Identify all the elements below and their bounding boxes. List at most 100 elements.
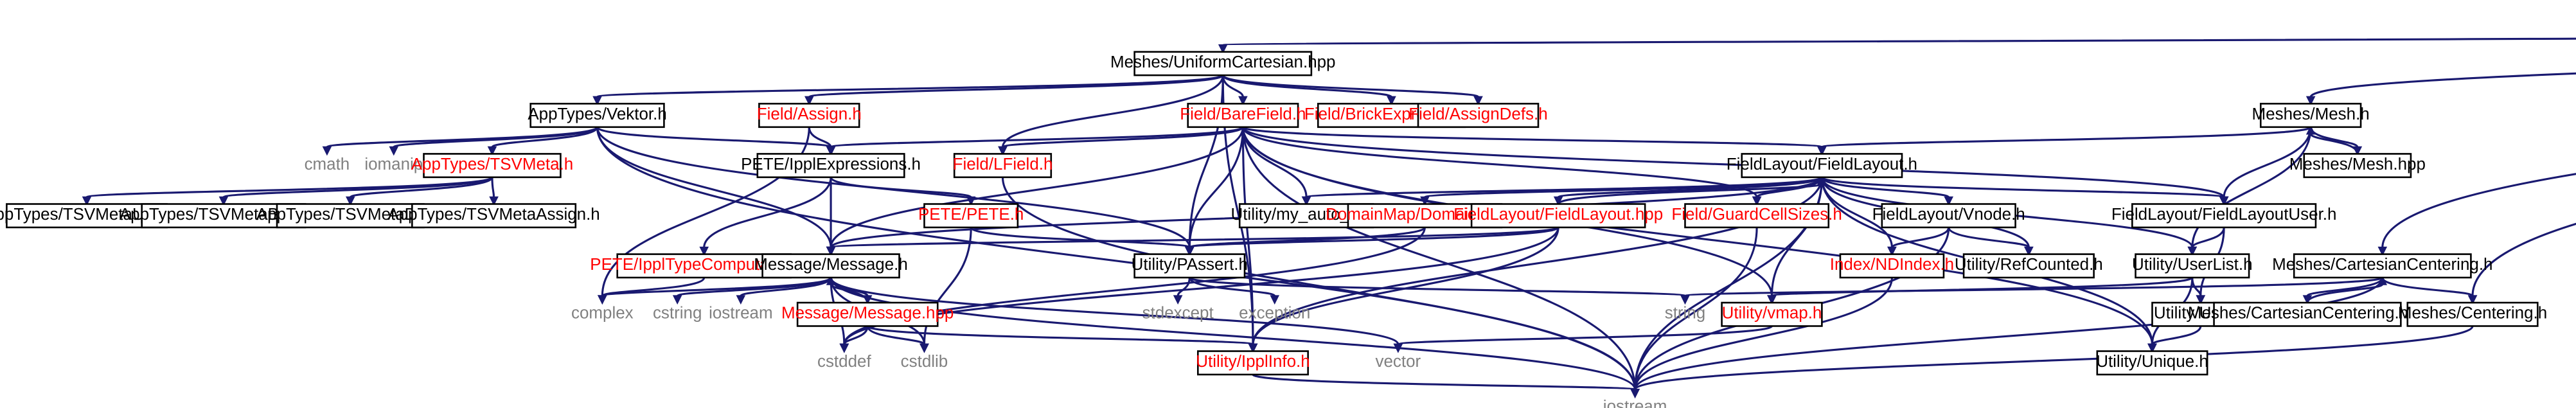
node-label: vector: [1376, 351, 1421, 371]
node-label: Meshes/CartesianCentering.hpp: [2188, 303, 2427, 322]
node-meshes-centering-h[interactable]: Meshes/Centering.h: [2398, 301, 2547, 327]
node-complex: complex: [571, 303, 634, 322]
node-label: FieldLayout/Vnode.h: [1872, 204, 2025, 224]
node-utility-passert-h[interactable]: Utility/PAssert.h: [1132, 253, 1248, 279]
edge-passert-to-exception: [1188, 277, 1280, 305]
edge-msghpp-to-message: [826, 276, 869, 303]
node-label: cstring: [653, 303, 702, 322]
edge-root-to-mesh: [2305, 72, 2576, 106]
edge-cartcenthpp-to-cartcent: [2306, 276, 2388, 303]
edge-peteexpr-to-message: [826, 177, 836, 256]
edge-fluser-to-userlist: [2187, 227, 2225, 256]
node-label: PETE/IpplExpressions.h: [741, 154, 921, 173]
node-label: string: [1665, 303, 1705, 322]
node-label: exception: [1239, 303, 1310, 322]
node-meshes-cartesiancentering-h[interactable]: Meshes/CartesianCentering.h: [2272, 253, 2492, 279]
node-label: Meshes/Mesh.hpp: [2289, 154, 2426, 173]
edge-msghpp-to-cstddef: [839, 326, 869, 353]
node-label: FieldLayout/FieldLayout.h: [1727, 154, 1917, 173]
node-index-ndindex-h[interactable]: Index/NDIndex.h: [1830, 253, 1954, 279]
node-utility-refcounted-h[interactable]: Utility/RefCounted.h: [1955, 253, 2103, 279]
edge-peteexpr-to-pete: [830, 177, 976, 206]
edge-message-to-msghpp: [830, 277, 873, 305]
edge-tsvmeta-to-tsvbinary: [218, 176, 493, 206]
edge-fieldlayouthpp-to-passert: [1185, 226, 1559, 256]
node-field-assign-h[interactable]: Field/Assign.h: [757, 103, 862, 129]
node-message-message-hpp[interactable]: Message/Message.hpp: [781, 301, 954, 327]
edge-msghpp-to-ipplinfo: [866, 324, 1258, 353]
node-apptypes-tsvmeta-h[interactable]: AppTypes/TSVMeta.h: [411, 153, 573, 179]
node-fieldlayout-fieldlayout-hpp[interactable]: FieldLayout/FieldLayout.hpp: [1453, 203, 1663, 229]
edge-root-to-ucarthpp: [1218, 37, 2576, 54]
node-label: Utility/Unique.h: [2096, 351, 2208, 371]
edge-basefield-to-passert: [1185, 127, 1244, 256]
edge-tsvmeta-to-tsvdot: [345, 177, 493, 206]
node-fieldlayout-vnode-h[interactable]: FieldLayout/Vnode.h: [1872, 203, 2025, 229]
node-field-assigndefs-h[interactable]: Field/AssignDefs.h: [1408, 103, 1548, 129]
node-cmath: cmath: [305, 154, 350, 173]
node-field-barefield-h[interactable]: Field/BareField.h: [1180, 103, 1306, 129]
node-pete-pete-h[interactable]: PETE/PETE.h: [918, 203, 1024, 229]
node-meshes-mesh-hpp[interactable]: Meshes/Mesh.hpp: [2289, 153, 2426, 179]
edge-basefield-to-peteexpr: [826, 126, 1244, 156]
node-label: iomanip: [364, 154, 423, 173]
edge-user-to-unique: [2147, 326, 2202, 353]
node-utility-userlist-h[interactable]: Utility/UserList.h: [2132, 253, 2253, 279]
node-layer: ippl/src/Meshes/UniformCartesian.hMeshes…: [0, 51, 2547, 408]
node-fieldlayout-fieldlayoutuser-h[interactable]: FieldLayout/FieldLayoutUser.h: [2111, 203, 2337, 229]
node-label: Utility/RefCounted.h: [1955, 254, 2103, 274]
node-label: Field/Assign.h: [757, 104, 862, 123]
edge-basefield-to-lfield: [998, 126, 1244, 156]
node-label: Meshes/Centering.h: [2398, 303, 2547, 322]
edge-mesh-to-fieldlayout: [1817, 126, 2312, 156]
node-label: Utility/IpplInfo.h: [1196, 351, 1310, 371]
node-label: cmath: [305, 154, 350, 173]
node-label: Utility/vmap.h: [1722, 303, 1822, 322]
node-label: Meshes/Mesh.h: [2252, 104, 2370, 123]
node-exception: exception: [1239, 303, 1310, 322]
edge-vmap-to-vector: [1393, 324, 1773, 353]
edge-fieldlayout-to-fieldlayouthpp: [1553, 176, 1823, 206]
node-label: AppTypes/Vektor.h: [528, 104, 666, 123]
node-meshes-cartesiancentering-hpp[interactable]: Meshes/CartesianCentering.hpp: [2188, 301, 2427, 327]
node-label: cstdlib: [901, 351, 948, 371]
edge-vektor-to-iomanip: [389, 126, 599, 156]
node-cstdlib: cstdlib: [901, 351, 948, 371]
node-cstring: cstring: [653, 303, 702, 322]
node-label: Meshes/UniformCartesian.hpp: [1110, 52, 1336, 71]
edge-ucarthpp-to-assigndefs: [1221, 74, 1483, 106]
node-label: FieldLayout/FieldLayout.hpp: [1453, 204, 1663, 224]
edge-vnode-to-refcounted: [1948, 227, 2034, 256]
node-label: Meshes/CartesianCentering.h: [2272, 254, 2492, 274]
node-utility-ipplinfo-h[interactable]: Utility/IpplInfo.h: [1196, 350, 1310, 376]
node-fieldlayout-fieldlayout-h[interactable]: FieldLayout/FieldLayout.h: [1727, 153, 1917, 179]
node-apptypes-vektor-h[interactable]: AppTypes/Vektor.h: [528, 103, 667, 129]
edge-fieldlayouthpp-to-message: [826, 226, 1559, 256]
node-vector: vector: [1376, 351, 1421, 371]
node-field-guardcellsizes-h[interactable]: Field/GuardCellSizes.h: [1671, 203, 1842, 229]
edge-vektor-to-tsvmeta: [487, 127, 599, 156]
node-label: FieldLayout/FieldLayoutUser.h: [2111, 204, 2337, 224]
node-label: Message/Message.hpp: [781, 303, 954, 322]
node-label: Field/AssignDefs.h: [1408, 104, 1547, 123]
edge-passert-to-stdexcept: [1173, 277, 1191, 305]
node-label: Index/NDIndex.h: [1830, 254, 1954, 274]
node-message-message-h[interactable]: Message/Message.h: [754, 253, 908, 279]
node-iostream: iostream: [709, 303, 773, 322]
node-utility-unique-h[interactable]: Utility/Unique.h: [2096, 350, 2208, 376]
edge-vnode-to-ndindex: [1887, 227, 1950, 256]
node-pete-ipplexpressions-h[interactable]: PETE/IpplExpressions.h: [741, 153, 921, 179]
edge-vektor-to-message: [596, 127, 836, 256]
node-field-lfield-h[interactable]: Field/LField.h: [953, 153, 1053, 179]
node-meshes-uniformcartesian-hpp[interactable]: Meshes/UniformCartesian.hpp: [1110, 51, 1336, 76]
node-label: complex: [571, 303, 634, 322]
edge-cartcent-to-string: [1680, 276, 2384, 305]
node-meshes-mesh-h[interactable]: Meshes/Mesh.h: [2252, 103, 2370, 129]
edge-message-to-iostream_gray: [736, 277, 832, 305]
node-utility-vmap-h[interactable]: Utility/vmap.h: [1721, 301, 1823, 327]
node-label: iostream: [709, 303, 773, 322]
node-label: Utility/PAssert.h: [1132, 254, 1248, 274]
edge-ndindex-to-iostream: [1630, 277, 1893, 398]
node-apptypes-tsvmetaassign-h[interactable]: AppTypes/TSVMetaAssign.h: [387, 203, 600, 229]
